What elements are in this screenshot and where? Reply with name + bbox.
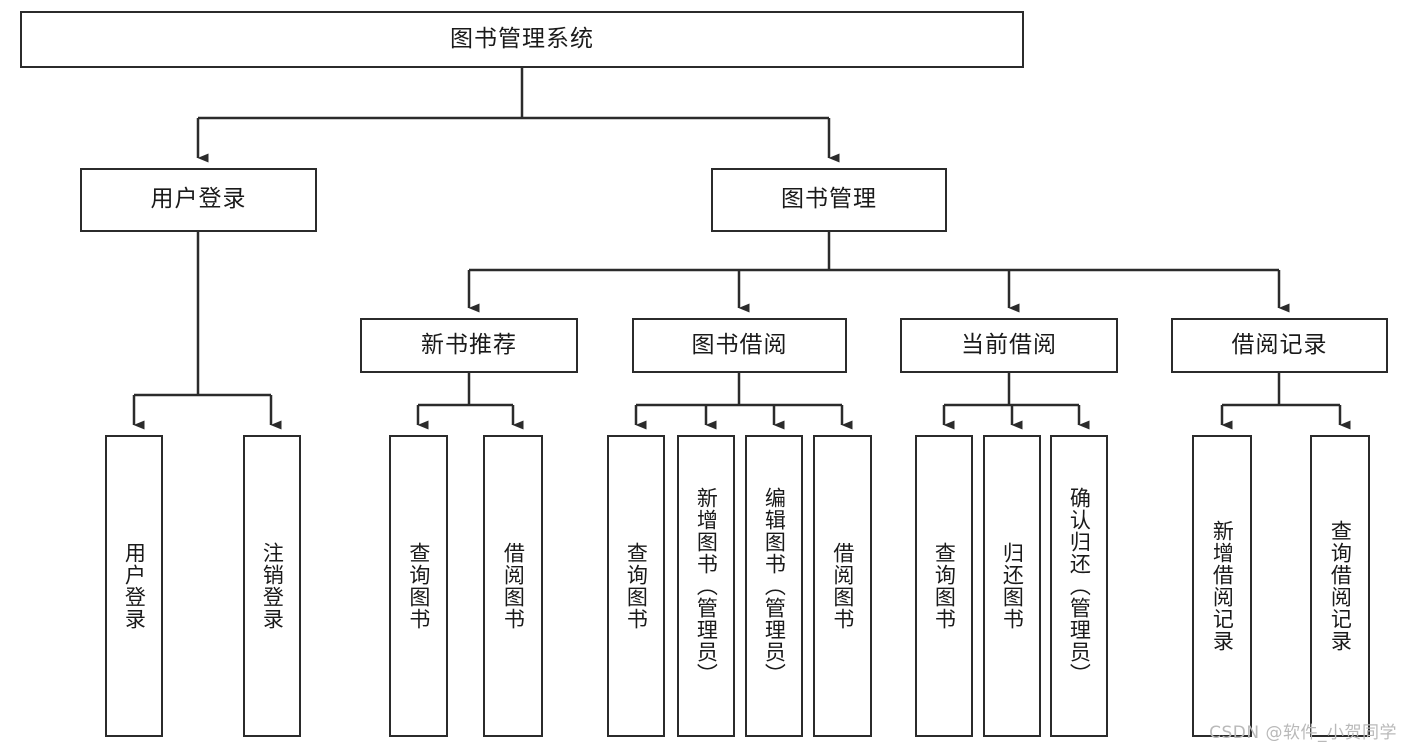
node-leaf-add-book[interactable]: 新增图书（管理员） bbox=[677, 435, 735, 737]
node-user-login[interactable]: 用户登录 bbox=[80, 168, 317, 232]
node-leaf-edit-book[interactable]: 编辑图书（管理员） bbox=[745, 435, 803, 737]
csdn-watermark: CSDN @软件_小贺同学 bbox=[1209, 723, 1397, 743]
node-leaf-logout-login[interactable]: 注销登录 bbox=[243, 435, 301, 737]
node-leaf-borrow-book-2[interactable]: 借阅图书 bbox=[813, 435, 872, 737]
node-leaf-query-book-1[interactable]: 查询图书 bbox=[389, 435, 448, 737]
node-leaf-confirm-return[interactable]: 确认归还（管理员） bbox=[1050, 435, 1108, 737]
node-book-management[interactable]: 图书管理 bbox=[711, 168, 947, 232]
node-leaf-add-record[interactable]: 新增借阅记录 bbox=[1192, 435, 1252, 737]
node-leaf-query-book-3[interactable]: 查询图书 bbox=[915, 435, 973, 737]
leaf-label: 查询图书 bbox=[624, 542, 649, 630]
leaf-label: 查询图书 bbox=[932, 542, 957, 630]
leaf-label: 新增借阅记录 bbox=[1210, 520, 1235, 652]
node-leaf-query-book-2[interactable]: 查询图书 bbox=[607, 435, 665, 737]
node-borrow-record[interactable]: 借阅记录 bbox=[1171, 318, 1388, 373]
leaf-label: 查询借阅记录 bbox=[1328, 520, 1353, 652]
leaf-label: 编辑图书（管理员） bbox=[762, 487, 787, 685]
leaf-label: 归还图书 bbox=[1000, 542, 1025, 630]
leaf-label: 注销登录 bbox=[260, 542, 285, 630]
node-root-system[interactable]: 图书管理系统 bbox=[20, 11, 1024, 68]
node-leaf-user-login[interactable]: 用户登录 bbox=[105, 435, 163, 737]
node-leaf-query-record[interactable]: 查询借阅记录 bbox=[1310, 435, 1370, 737]
leaf-label: 确认归还（管理员） bbox=[1067, 487, 1092, 685]
node-current-borrow[interactable]: 当前借阅 bbox=[900, 318, 1118, 373]
node-new-book-recommend[interactable]: 新书推荐 bbox=[360, 318, 578, 373]
leaf-label: 用户登录 bbox=[122, 542, 147, 630]
leaf-label: 查询图书 bbox=[406, 542, 431, 630]
node-leaf-return-book[interactable]: 归还图书 bbox=[983, 435, 1041, 737]
node-book-borrow[interactable]: 图书借阅 bbox=[632, 318, 847, 373]
node-leaf-borrow-book-1[interactable]: 借阅图书 bbox=[483, 435, 543, 737]
leaf-label: 借阅图书 bbox=[501, 542, 526, 630]
leaf-label: 借阅图书 bbox=[830, 542, 855, 630]
leaf-label: 新增图书（管理员） bbox=[694, 487, 719, 685]
